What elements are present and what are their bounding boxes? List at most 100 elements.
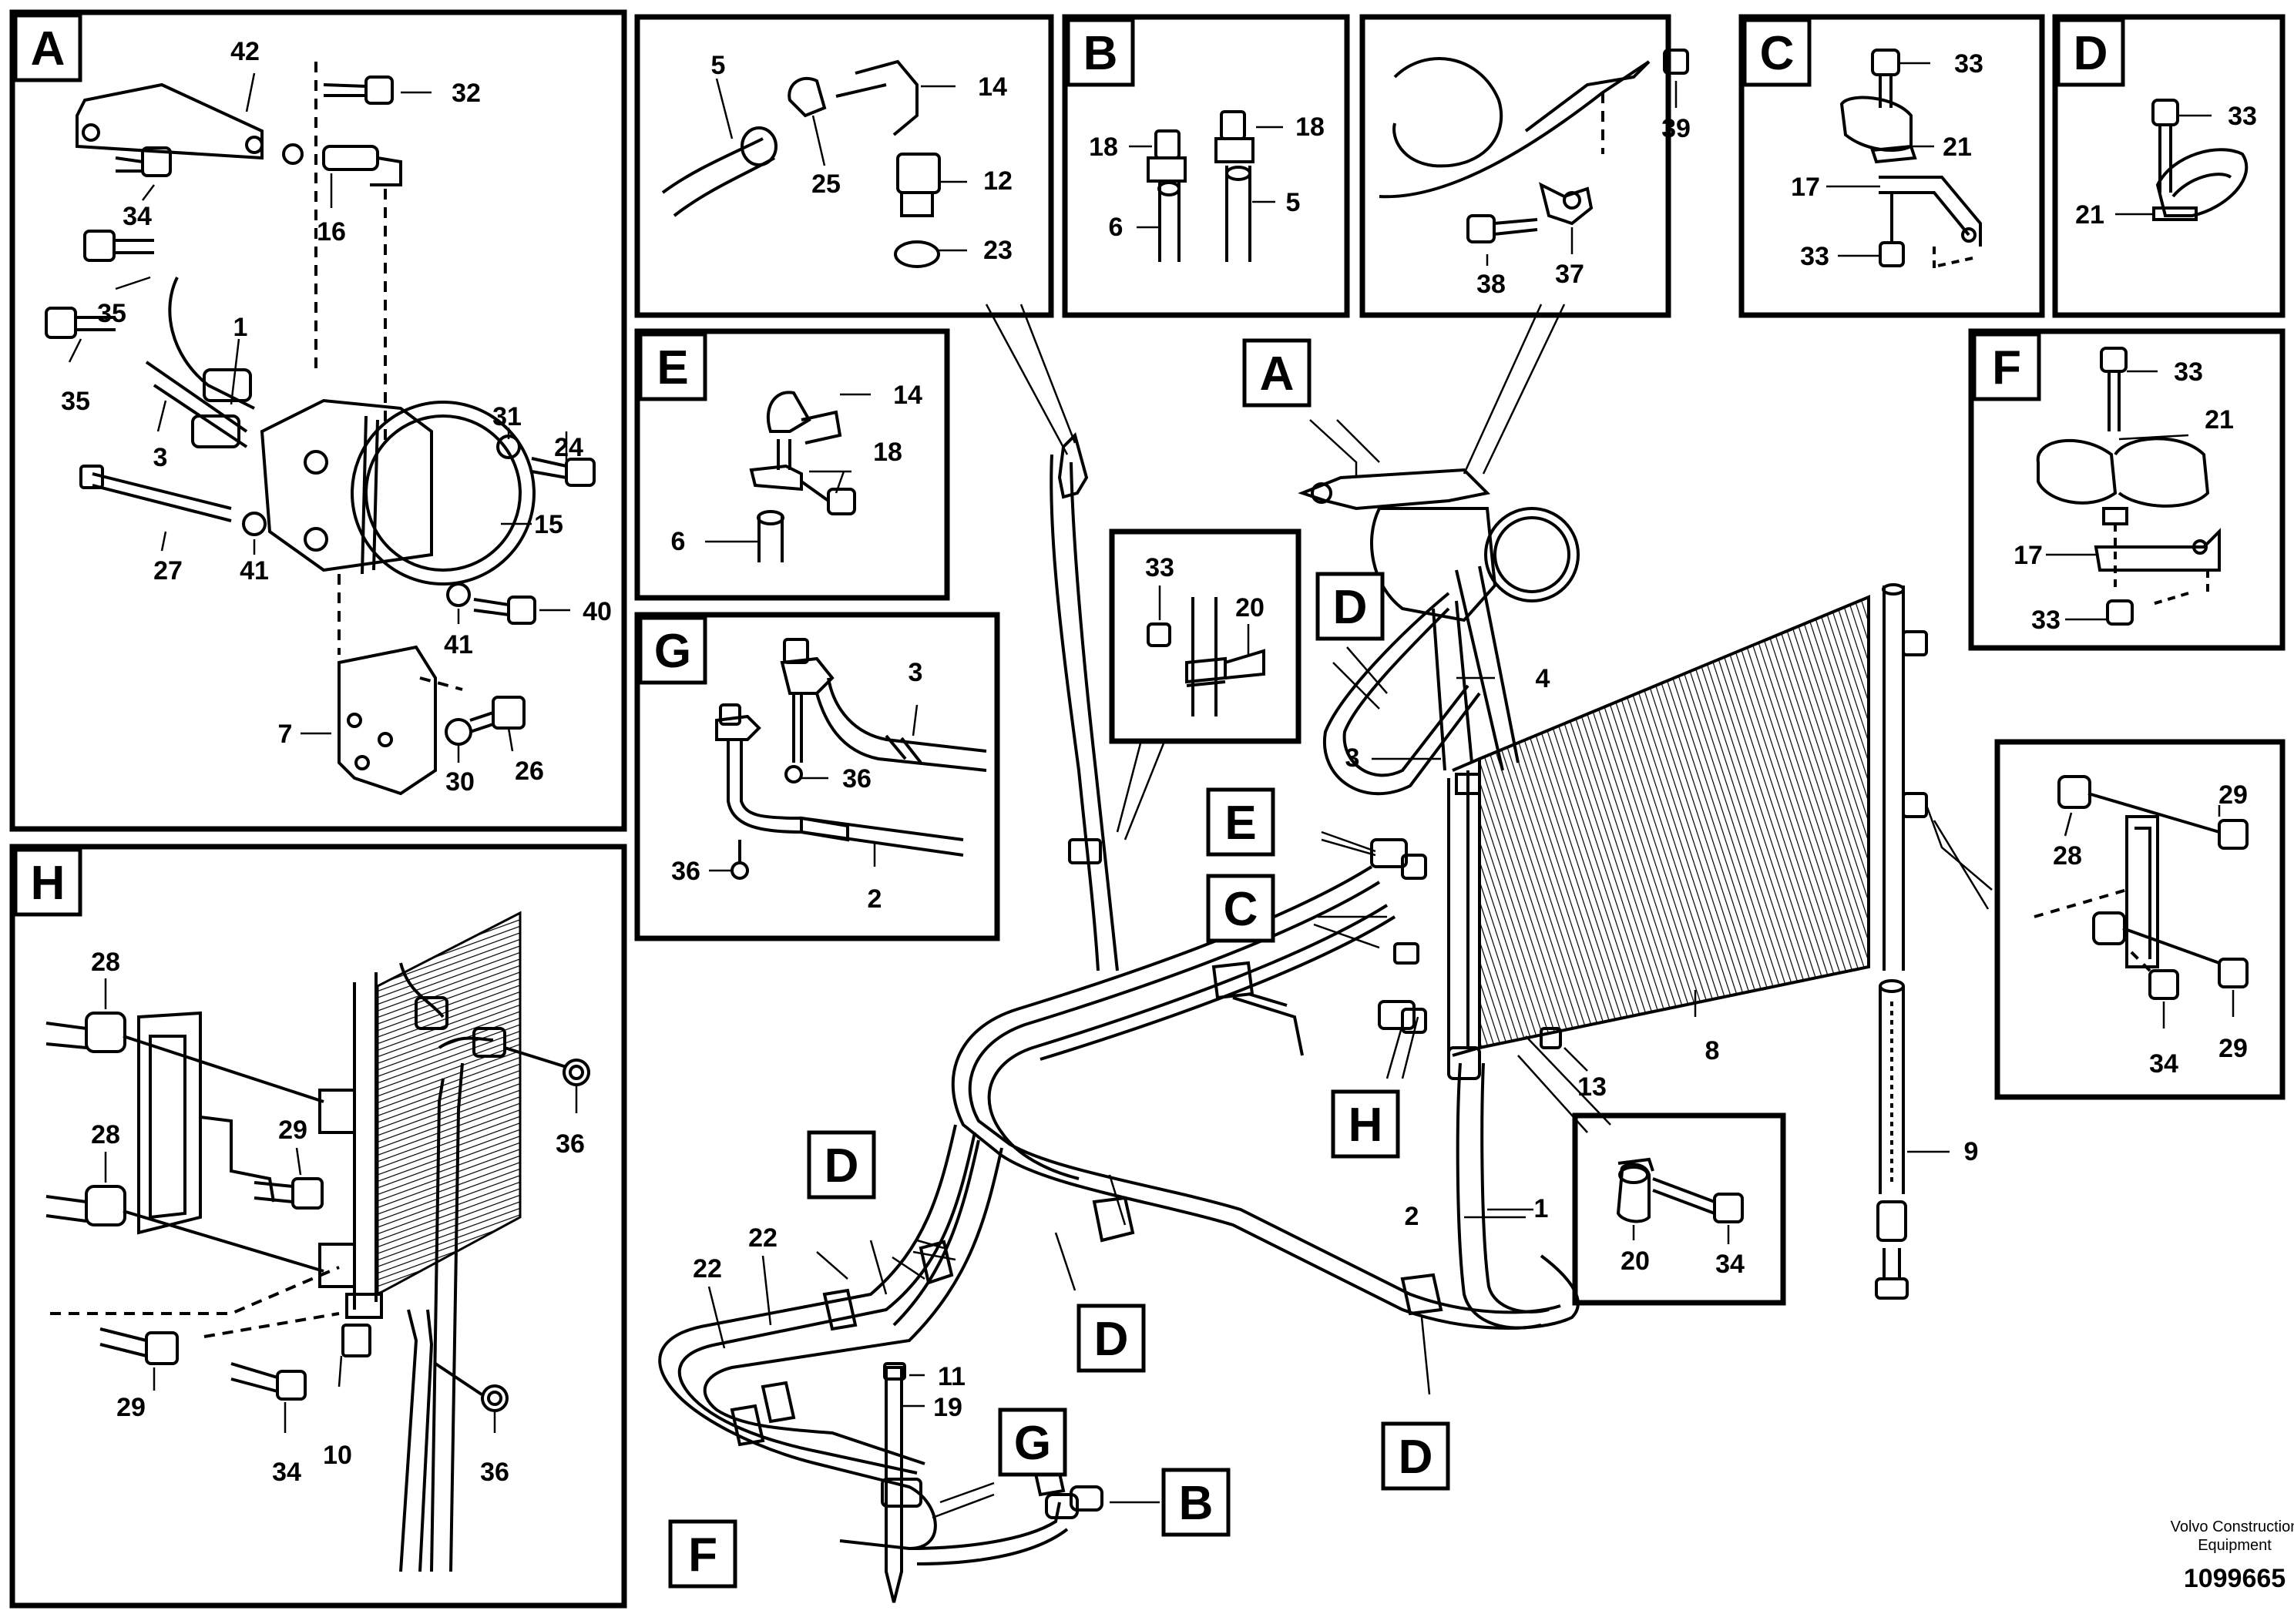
callout-letter: D <box>825 1139 859 1193</box>
document-number: 1099665 <box>2184 1564 2286 1593</box>
inset-letter-h: H <box>31 857 65 910</box>
inset-letter-e: E <box>657 341 688 394</box>
part-label: 2 <box>1405 1202 1419 1231</box>
part-label: 13 <box>1577 1072 1607 1102</box>
inset-c: C 33 21 17 33 <box>1738 14 2045 318</box>
inset-b: B 18 18 6 5 <box>1062 14 1350 318</box>
part-label: 25 <box>811 169 841 199</box>
callout-letter: C <box>1224 883 1258 936</box>
inset-fittings-top: 5 25 14 12 23 <box>634 14 1054 318</box>
part-label: 22 <box>748 1223 778 1253</box>
inset-d: D 33 21 <box>2052 14 2286 318</box>
part-label: 4 <box>1536 664 1550 693</box>
callout-f: F <box>668 1519 737 1589</box>
part-label: 37 <box>1555 260 1584 289</box>
part-label: 27 <box>153 556 183 586</box>
part-label: 1 <box>1534 1194 1549 1223</box>
part-label: 36 <box>480 1458 509 1487</box>
callout-d: D <box>1076 1304 1146 1373</box>
inset-clamp-center: 33 20 <box>1109 528 1302 744</box>
inset-letter-c: C <box>1760 27 1795 80</box>
part-label: 10 <box>323 1441 352 1470</box>
part-label: 6 <box>671 527 686 556</box>
inset-g: G 3 36 36 2 <box>634 612 1000 941</box>
inset-letter-b: B <box>1083 27 1118 80</box>
part-label: 19 <box>933 1393 962 1422</box>
part-label: 34 <box>123 202 152 231</box>
part-label: 15 <box>534 510 563 539</box>
part-label: 33 <box>2031 606 2061 635</box>
callout-h: H <box>1331 1089 1400 1159</box>
part-label: 34 <box>1715 1250 1745 1279</box>
callout-letter: H <box>1349 1099 1383 1152</box>
callout-d: D <box>1315 572 1385 641</box>
part-label: 38 <box>1476 270 1506 299</box>
part-label: 8 <box>1705 1036 1720 1065</box>
part-label: 18 <box>873 438 902 467</box>
part-label: 11 <box>938 1362 966 1391</box>
part-label: 41 <box>444 630 473 659</box>
part-label: 36 <box>671 857 700 886</box>
callout-letter: G <box>1014 1417 1051 1470</box>
part-label: 24 <box>554 433 583 462</box>
part-label: 22 <box>693 1254 722 1283</box>
part-label: 2 <box>868 884 882 914</box>
part-label: 9 <box>1964 1137 1979 1166</box>
part-label: 21 <box>1943 133 1972 162</box>
part-label: 33 <box>1800 242 1829 271</box>
callout-letter: A <box>1260 347 1295 401</box>
callout-g: G <box>998 1408 1067 1477</box>
callout-d: D <box>1381 1421 1450 1491</box>
part-label: 18 <box>1089 133 1118 162</box>
part-label: 36 <box>842 764 872 794</box>
part-label: 32 <box>452 79 481 108</box>
part-label: 3 <box>909 658 923 687</box>
part-label: 35 <box>97 299 126 328</box>
part-label: 3 <box>1345 743 1360 773</box>
callout-letter: D <box>1399 1431 1433 1484</box>
part-label: 30 <box>445 767 475 797</box>
part-label: 31 <box>492 402 522 431</box>
part-label: 34 <box>272 1458 301 1487</box>
inset-letter-a: A <box>31 22 65 75</box>
part-label: 1 <box>233 313 248 342</box>
part-label: 6 <box>1109 213 1123 242</box>
part-label: 28 <box>2053 841 2082 871</box>
part-label: 14 <box>978 72 1007 102</box>
part-label: 29 <box>2218 1034 2248 1063</box>
inset-letter-g: G <box>654 625 691 678</box>
part-label: 21 <box>2075 200 2104 230</box>
part-label: 20 <box>1621 1247 1650 1276</box>
part-label: 26 <box>515 757 544 786</box>
part-label: 35 <box>61 387 90 416</box>
inset-clamp-lower: 20 34 <box>1572 1112 1786 1306</box>
inset-condenser-mount: 29 28 34 29 <box>1994 739 2286 1100</box>
callout-c: C <box>1206 874 1275 943</box>
part-label: 17 <box>1791 173 1820 202</box>
part-label: 34 <box>2149 1049 2178 1079</box>
part-label: 21 <box>2205 405 2234 435</box>
part-label: 16 <box>317 217 346 247</box>
inset-h: H <box>9 844 627 1609</box>
part-label: 29 <box>278 1116 307 1145</box>
callout-letter: D <box>1094 1313 1129 1366</box>
part-label: 3 <box>153 443 168 472</box>
inset-compressor-bracket: 39 38 37 <box>1359 14 1691 318</box>
credit-line-2: Equipment <box>2198 1537 2272 1554</box>
inset-f: F 33 21 17 33 <box>1968 328 2286 651</box>
part-label: 18 <box>1295 112 1325 142</box>
callout-e: E <box>1206 787 1275 857</box>
inset-a: A <box>9 9 627 832</box>
part-label: 23 <box>983 236 1013 265</box>
part-label: 14 <box>893 381 922 410</box>
part-label: 39 <box>1661 114 1691 143</box>
callout-letter: E <box>1224 797 1256 850</box>
credit-line-1: Volvo Construction <box>2171 1518 2294 1535</box>
part-label: 29 <box>2218 780 2248 810</box>
part-label: 20 <box>1235 593 1265 622</box>
part-label: 17 <box>2014 541 2043 570</box>
callout-b: B <box>1161 1468 1231 1537</box>
part-label: 33 <box>2174 357 2203 387</box>
